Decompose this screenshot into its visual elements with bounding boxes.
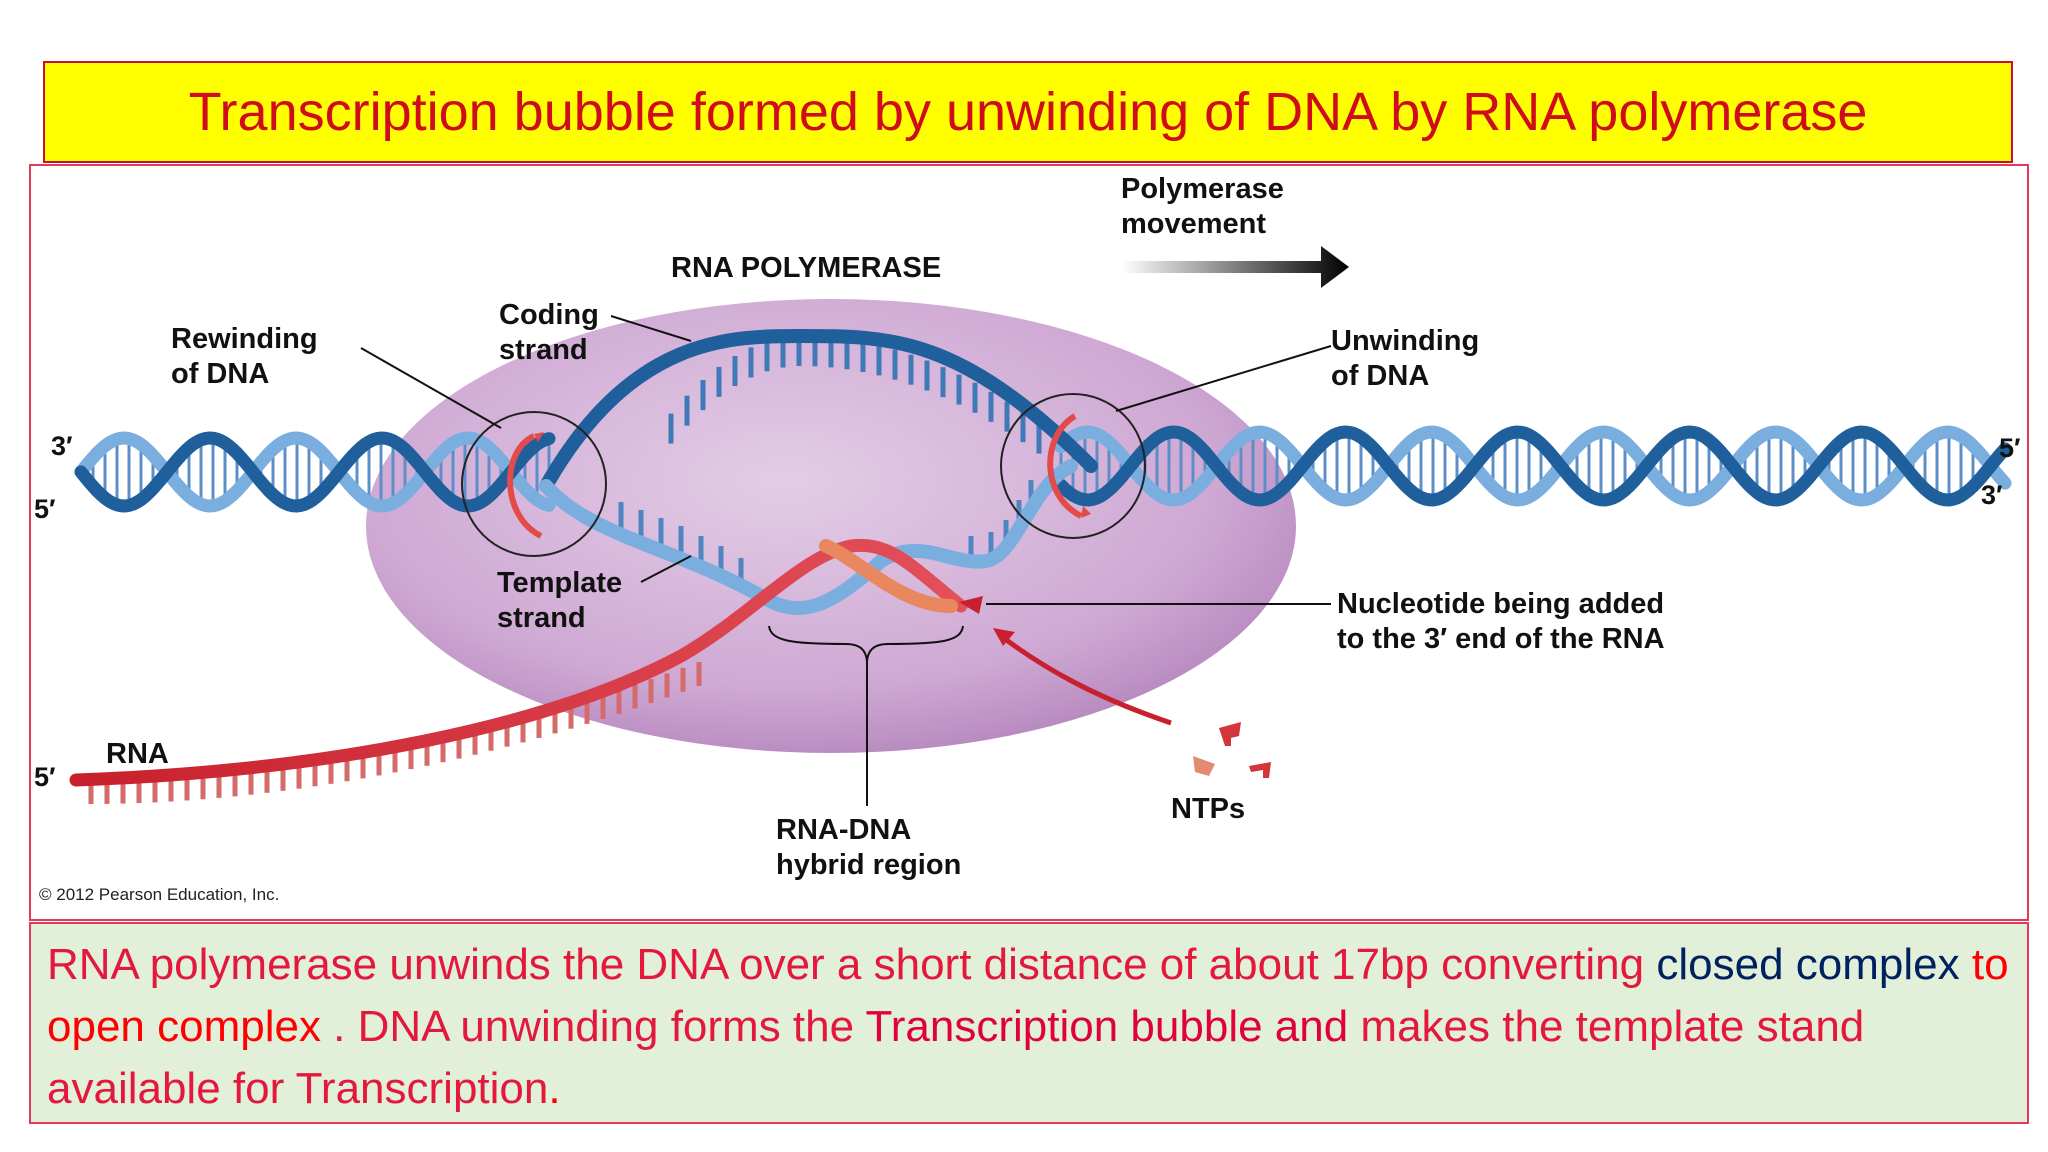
coding-label-line1: Coding (499, 299, 599, 331)
rewinding-leader (360, 347, 502, 429)
caption-text-1: RNA polymerase unwinds the DNA over a sh… (47, 940, 1657, 989)
caption-text-3: makes the template stand available for T… (47, 1002, 1865, 1113)
end-right-bottom: 3′ (1981, 480, 2003, 510)
enzyme-label: RNA POLYMERASE (671, 252, 941, 284)
coding-leader (610, 315, 692, 342)
caption-box: RNA polymerase unwinds the DNA over a sh… (29, 922, 2029, 1124)
ntp-fragment (1219, 722, 1241, 746)
unwinding-leader (1115, 345, 1332, 412)
ntp-fragment (1193, 756, 1215, 776)
end-right-top: 5′ (1999, 433, 2021, 463)
unwinding-rotation-arrow (1047, 413, 1083, 519)
caption-bubble: Transcription bubble and (865, 1002, 1349, 1051)
end-rna: 5′ (34, 762, 56, 792)
coding-strand-bases (668, 336, 1042, 454)
caption-open-complex: open complex (47, 1002, 321, 1051)
nucleotide-label-line2: to the 3′ end of the RNA (1337, 623, 1665, 655)
template-label-line2: strand (497, 602, 586, 634)
hybrid-label-line1: RNA-DNA (776, 814, 911, 846)
hybrid-label-line2: hybrid region (776, 849, 961, 881)
template-label-line1: Template (497, 567, 622, 599)
rewinding-arrowhead (534, 432, 544, 442)
end-left-top: 3′ (51, 431, 73, 461)
incoming-nucleotide (959, 596, 983, 614)
nucleotide-label-line1: Nucleotide being added (1337, 588, 1664, 620)
caption-period: . (548, 1064, 561, 1113)
ntps-label: NTPs (1171, 793, 1245, 825)
rewinding-label-line2: of DNA (171, 358, 269, 390)
template-leader (640, 555, 692, 583)
rna-dna-hybrid-strand (819, 539, 958, 613)
end-left-bottom: 5′ (34, 494, 56, 524)
coding-strand (539, 328, 1098, 493)
backbone-strand (74, 431, 556, 513)
backbone-strand (74, 431, 556, 513)
caption-text-2: . DNA unwinding forms the (320, 1002, 866, 1051)
unwinding-label-line1: Unwinding (1331, 325, 1479, 357)
unwinding-label-line2: of DNA (1331, 360, 1429, 392)
unwinding-arrowhead (1081, 506, 1091, 518)
polymerase-movement-arrow (1121, 246, 1349, 288)
movement-label-line2: movement (1121, 208, 1266, 240)
figure-frame: RNA POLYMERASE Polymerase movement Rewin… (29, 164, 2029, 921)
copyright-notice: © 2012 Pearson Education, Inc. (39, 885, 279, 904)
rewinding-circle (461, 411, 607, 557)
rewinding-label-line1: Rewinding (171, 323, 318, 355)
dna-helix-right (1054, 425, 2012, 507)
rna-strand (69, 538, 968, 787)
movement-label-line1: Polymerase (1121, 173, 1284, 205)
caption-to: to (1959, 940, 2009, 989)
title-bar: Transcription bubble formed by unwinding… (43, 61, 2013, 163)
coding-label-line2: strand (499, 334, 588, 366)
ntp-arrowhead (993, 628, 1015, 646)
ntp-incoming-arrow (999, 633, 1172, 726)
dna-helix-left (74, 431, 556, 513)
slide-title: Transcription bubble formed by unwinding… (188, 82, 1868, 142)
caption-closed-complex: closed complex (1656, 940, 1960, 989)
backbone-strand (1054, 425, 2012, 507)
transcription-bubble-diagram: RNA POLYMERASE Polymerase movement Rewin… (34, 173, 2021, 904)
rewinding-rotation-arrow (507, 433, 543, 539)
ntp-fragment (1249, 762, 1271, 778)
rna-label: RNA (106, 738, 169, 770)
unwinding-circle (1000, 393, 1146, 539)
